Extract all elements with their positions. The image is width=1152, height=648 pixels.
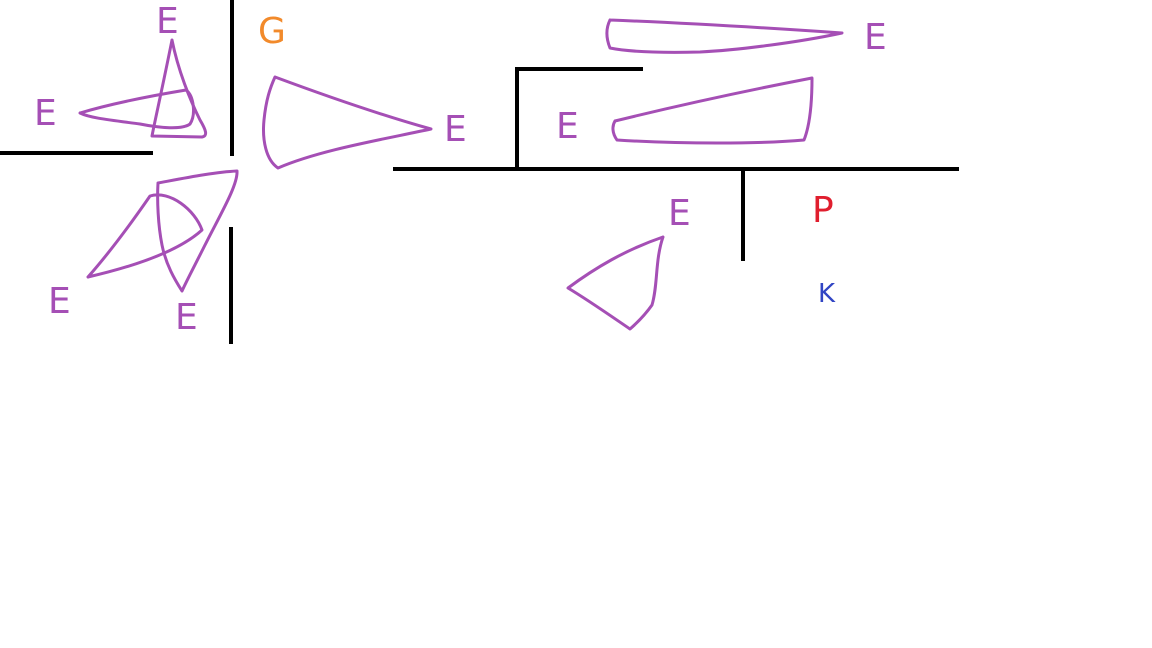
- vision-cone-8: [566, 235, 665, 331]
- vision-cone-2: [78, 88, 195, 130]
- enemy-label-3: E: [444, 109, 467, 150]
- g-marker: G: [258, 11, 286, 52]
- vision-cone-6: [605, 18, 844, 54]
- vision-cone-7: [611, 76, 814, 145]
- enemy-label-8: E: [668, 193, 691, 234]
- vision-cone-1: [150, 38, 208, 139]
- enemy-label-6: E: [864, 17, 887, 58]
- vision-cone-5: [156, 169, 239, 293]
- vision-cones: [78, 18, 844, 331]
- enemy-label-5: E: [175, 297, 198, 338]
- wall-alcove: [515, 67, 643, 170]
- enemy-label-4: E: [48, 281, 71, 322]
- k-marker: K: [818, 279, 836, 309]
- enemy-label-7: E: [556, 106, 579, 147]
- vision-cone-4: [86, 193, 204, 279]
- p-marker: P: [812, 190, 834, 231]
- labels: E E G E E E E E E P K: [34, 1, 887, 338]
- walls: [0, 0, 959, 344]
- enemy-label-2: E: [34, 93, 57, 134]
- enemy-label-1: E: [156, 1, 179, 42]
- vision-cone-3: [262, 75, 433, 170]
